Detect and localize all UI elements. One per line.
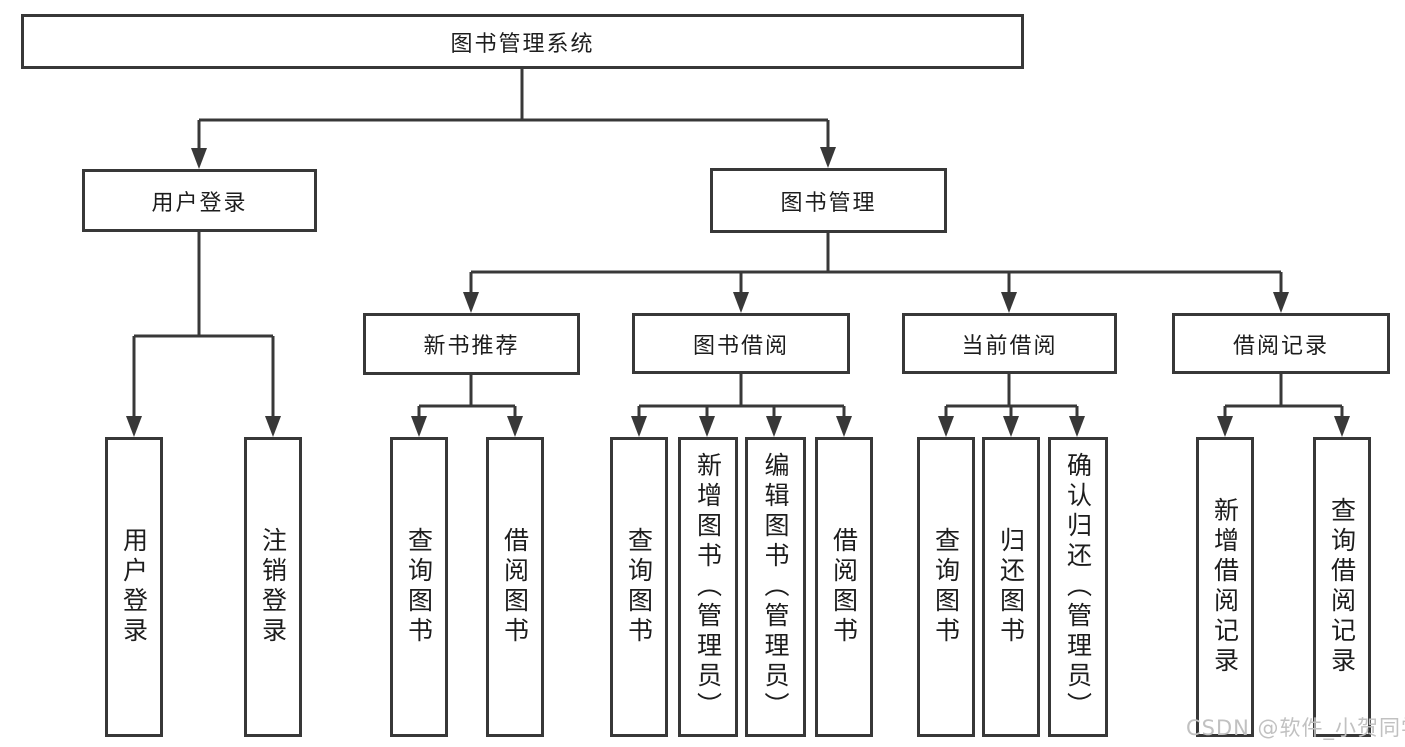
node-label: 查询图书	[404, 527, 434, 647]
leaf-query-borrow-record: 查询借阅记录	[1313, 437, 1371, 737]
arrowhead-icon	[699, 416, 715, 437]
node-label: 图书管理系统	[450, 31, 595, 57]
arrowhead-icon	[836, 416, 852, 437]
node-label: 新增借阅记录	[1210, 497, 1240, 677]
leaf-add-book-admin: 新增图书（管理员）	[678, 437, 738, 737]
leaf-return-book: 归还图书	[982, 437, 1040, 737]
node-label: 图书管理	[780, 190, 877, 216]
leaf-borrow-book-recommend: 借阅图书	[486, 437, 544, 737]
arrowhead-icon	[1334, 416, 1350, 437]
node-borrow-records: 借阅记录	[1172, 313, 1390, 374]
node-label: 查询图书	[624, 527, 654, 647]
leaf-confirm-return-admin: 确认归还（管理员）	[1048, 437, 1108, 737]
arrowhead-icon	[411, 416, 427, 437]
node-library-system: 图书管理系统	[21, 14, 1024, 69]
arrowhead-icon	[766, 416, 782, 437]
node-label: 查询图书	[931, 527, 961, 647]
arrowhead-icon	[463, 292, 479, 313]
leaf-user-login: 用户登录	[105, 437, 163, 737]
arrowheads	[126, 147, 1350, 437]
arrowhead-icon	[631, 416, 647, 437]
node-label: 借阅记录	[1232, 333, 1329, 359]
node-label: 新增图书（管理员）	[693, 452, 723, 722]
node-user-login: 用户登录	[82, 169, 317, 232]
node-book-management: 图书管理	[710, 168, 947, 233]
node-new-book-recommend: 新书推荐	[363, 313, 580, 375]
arrowhead-icon	[820, 147, 836, 168]
arrowhead-icon	[733, 292, 749, 313]
node-label: 图书借阅	[692, 333, 789, 359]
arrowhead-icon	[1069, 416, 1085, 437]
arrowhead-icon	[1217, 416, 1233, 437]
leaf-query-book-recommend: 查询图书	[390, 437, 448, 737]
arrowhead-icon	[938, 416, 954, 437]
node-label: 确认归还（管理员）	[1063, 452, 1093, 722]
connector-path	[132, 69, 1344, 418]
leaf-add-borrow-record: 新增借阅记录	[1196, 437, 1254, 737]
arrowhead-icon	[191, 148, 207, 169]
node-current-borrow: 当前借阅	[902, 313, 1117, 374]
leaf-query-book-current: 查询图书	[917, 437, 975, 737]
node-label: 用户登录	[119, 527, 149, 647]
arrowhead-icon	[1273, 292, 1289, 313]
node-label: 用户登录	[151, 190, 248, 216]
arrowhead-icon	[126, 416, 142, 437]
node-label: 借阅图书	[829, 527, 859, 647]
leaf-edit-book-admin: 编辑图书（管理员）	[745, 437, 806, 737]
node-label: 新书推荐	[423, 334, 520, 359]
node-label: 归还图书	[996, 527, 1026, 647]
node-label: 当前借阅	[961, 333, 1058, 359]
arrowhead-icon	[265, 416, 281, 437]
node-book-borrow: 图书借阅	[632, 313, 850, 374]
node-label: 借阅图书	[500, 527, 530, 647]
arrowhead-icon	[1001, 292, 1017, 313]
csdn-watermark: CSDN @软件_小贺同学	[1186, 716, 1405, 740]
arrowhead-icon	[507, 416, 523, 437]
node-label: 注销登录	[258, 527, 288, 647]
arrowhead-icon	[1003, 416, 1019, 437]
node-label: 查询借阅记录	[1327, 497, 1357, 677]
leaf-logout-login: 注销登录	[244, 437, 302, 737]
node-label: 编辑图书（管理员）	[761, 452, 790, 722]
leaf-borrow-book: 借阅图书	[815, 437, 873, 737]
leaf-query-book-borrow: 查询图书	[610, 437, 668, 737]
